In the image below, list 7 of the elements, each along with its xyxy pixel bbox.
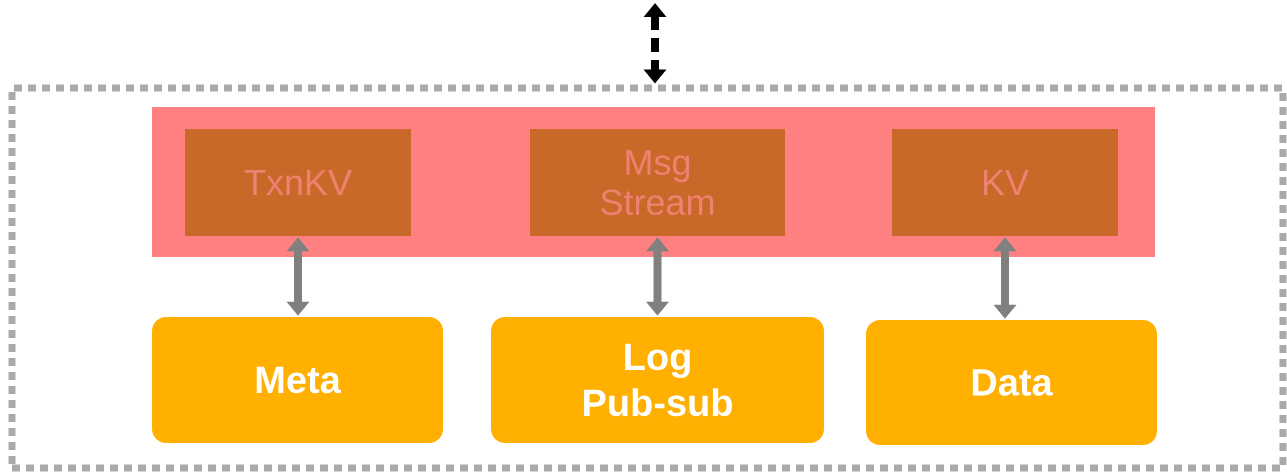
module-box: Meta (152, 317, 443, 443)
storage-box: Msg Stream (530, 129, 785, 236)
module-box: Data (866, 320, 1157, 445)
module-box: Log Pub-sub (491, 317, 824, 443)
storage-box: KV (892, 129, 1118, 236)
storage-box: TxnKV (185, 129, 411, 236)
dashed-container (8, 84, 1287, 472)
